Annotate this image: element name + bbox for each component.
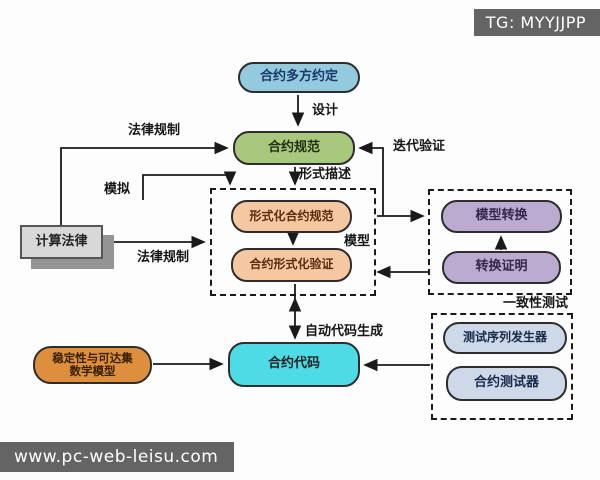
node-computational-law: 计算法律 <box>20 225 103 259</box>
edge-label-legal-bottom: 法律规制 <box>137 250 190 265</box>
node-transform-proof: 转换证明 <box>442 251 561 284</box>
edge-label-design: 设计 <box>312 103 339 118</box>
stability-model-line2: 数学模型 <box>69 364 116 378</box>
consistency-group-box <box>428 189 572 295</box>
arrow-legal-regulation-top <box>60 141 229 225</box>
group-label-model: 模型 <box>344 234 371 249</box>
node-agreement: 合约多方约定 <box>238 62 360 93</box>
node-model-transform: 模型转换 <box>441 200 562 233</box>
edge-label-iterative-verification: 迭代验证 <box>393 139 446 154</box>
edge-label-simulate: 模拟 <box>104 182 131 197</box>
node-contract-code: 合约代码 <box>228 342 360 387</box>
testing-group-box <box>431 313 573 420</box>
edge-label-legal-top: 法律规制 <box>128 123 181 138</box>
arrow-iterative-verification <box>358 141 384 216</box>
group-label-consistency-test: 一致性测试 <box>502 296 568 311</box>
website-badge: www.pc-web-leisu.com <box>0 442 235 472</box>
edge-label-formal-description: 形式描述 <box>299 167 352 182</box>
edge-label-codegen: 自动代码生成 <box>305 324 384 339</box>
tg-badge: TG: MYYJJPP <box>473 9 600 36</box>
node-formal-spec: 形式化合约规范 <box>231 200 352 233</box>
arrow-simulate-loop <box>142 171 237 200</box>
node-contract-tester: 合约测试器 <box>446 366 567 401</box>
node-formal-verify: 合约形式化验证 <box>231 248 352 282</box>
model-group-box <box>210 188 376 296</box>
node-test-sequence-generator: 测试序列发生器 <box>443 322 567 354</box>
node-stability-model: 稳定性与可达集 数学模型 <box>33 346 152 384</box>
node-contract-spec: 合约规范 <box>233 131 355 165</box>
stability-model-line1: 稳定性与可达集 <box>52 350 133 365</box>
